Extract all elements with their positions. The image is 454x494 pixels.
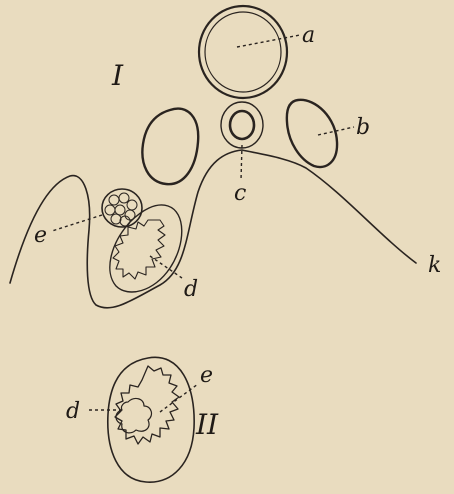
- label-d2: d: [66, 399, 80, 424]
- structure-c: [221, 102, 263, 148]
- structure-e: [102, 189, 142, 227]
- figure-label-I: I: [111, 59, 124, 92]
- structure-d-section: [116, 399, 151, 433]
- left-oval-structure: [142, 109, 198, 185]
- leader-e: [52, 215, 102, 231]
- label-c: c: [234, 181, 246, 206]
- label-a: a: [302, 23, 315, 48]
- figure-label-II: II: [195, 408, 219, 441]
- body-outline-k: [10, 150, 416, 308]
- label-k: k: [428, 253, 441, 278]
- label-e: e: [34, 223, 47, 248]
- structure-a: [199, 6, 287, 98]
- label-d: d: [184, 277, 198, 302]
- label-b: b: [356, 115, 370, 140]
- structure-b: [287, 100, 337, 167]
- leader-a: [237, 35, 300, 47]
- section-II: [108, 357, 194, 482]
- label-e2: e: [200, 363, 213, 388]
